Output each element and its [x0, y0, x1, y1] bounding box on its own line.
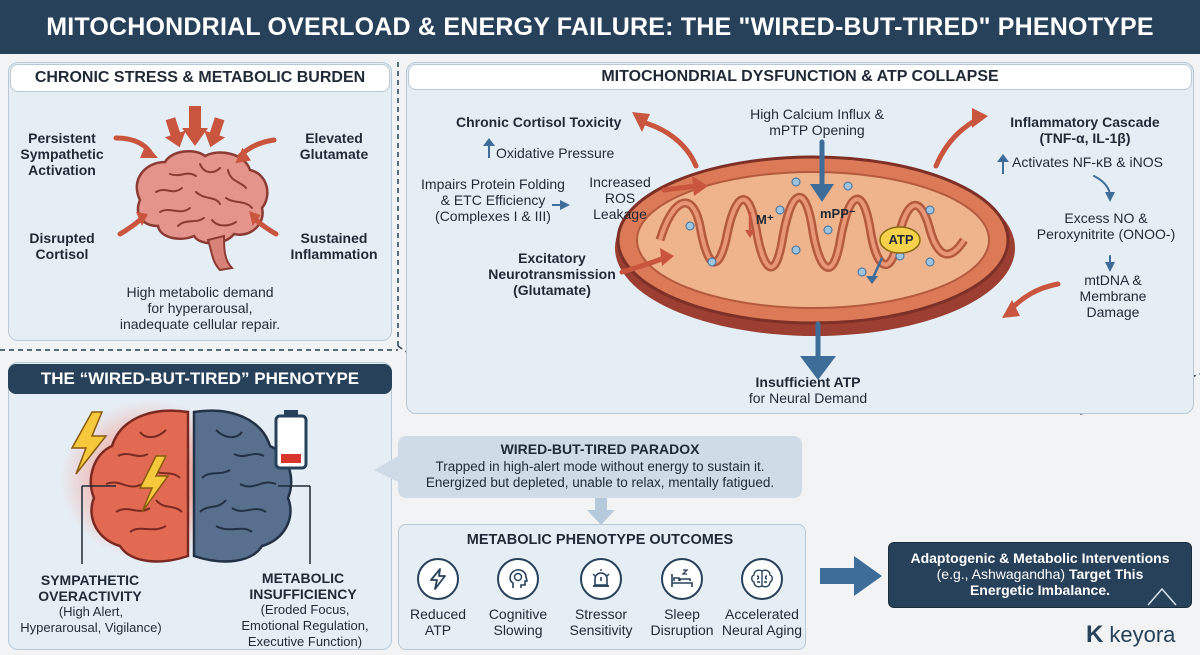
intervention-target: Target This	[1068, 566, 1144, 582]
brand-name: keyora	[1109, 622, 1176, 647]
ros-leakage-label: Increased ROS Leakage	[589, 174, 651, 222]
mito-panel-header: MITOCHONDRIAL DYSFUNCTION & ATP COLLAPSE	[408, 64, 1192, 90]
outcome-item-stressor-sensitivity: Stressor Sensitivity	[562, 558, 640, 642]
brand-mark: K	[1086, 621, 1104, 648]
brain-icon	[741, 558, 783, 600]
outcome-item-reduced-atp: Reduced ATP	[402, 558, 474, 642]
calcium-influx-label: High Calcium Influx & mPTP Opening	[750, 106, 884, 138]
paradox-pointer	[374, 454, 402, 484]
intervention-box	[888, 542, 1192, 608]
sustained-inflammation-label: Sustained Inflammation	[290, 230, 378, 262]
intervention-text: Adaptogenic & Metabolic Interventions (e…	[888, 550, 1192, 598]
outcome-label: Accelerated Neural Aging	[721, 606, 803, 638]
impairs-protein-label: Impairs Protein Folding & ETC Efficiency…	[421, 176, 565, 224]
stress-panel-header: CHRONIC STRESS & METABOLIC BURDEN	[10, 64, 390, 92]
paradox-title: WIRED-BUT-TIRED PARADOX	[500, 441, 700, 457]
brand-logo: K keyora	[1086, 621, 1176, 648]
intervention-line-1: Adaptogenic & Metabolic Interventions	[910, 550, 1170, 566]
mpp-label: mPP⁻	[820, 206, 856, 221]
sympathetic-overactivity-title: SYMPATHETIC OVERACTIVITY	[38, 572, 142, 604]
persistent-sympathetic-label: Persistent Sympathetic Activation	[20, 130, 104, 178]
stress-caption: High metabolic demand for hyperarousal, …	[119, 284, 281, 332]
excitatory-label: Excitatory Neurotransmission (Glutamate)	[488, 250, 616, 298]
mito-arrows	[483, 108, 1115, 380]
outcome-label: Sleep Disruption	[650, 606, 714, 638]
m-plus-label: M⁺	[756, 212, 774, 227]
stress-arrows	[113, 135, 279, 237]
intervention-arrow	[820, 556, 882, 596]
head-brain-icon	[497, 558, 539, 600]
oxidative-pressure-label: Oxidative Pressure	[496, 145, 615, 161]
wired-tired-brain-illustration	[60, 400, 311, 564]
intervention-line-2: (e.g., Ashwagandha) Target This	[888, 566, 1192, 582]
paradox-box	[398, 436, 802, 498]
outcome-label: Reduced ATP	[409, 606, 467, 638]
metabolic-insufficiency-sub: (Eroded Focus, Emotional Regulation, Exe…	[241, 602, 369, 649]
phenotype-panel-header: THE “WIRED-BUT-TIRED” PHENOTYPE	[8, 364, 392, 394]
intervention-example: (e.g., Ashwagandha)	[936, 566, 1066, 582]
nfkb-label: Activates NF-κB & iNOS	[1012, 154, 1163, 170]
intervention-line-3: Energetic Imbalance.	[969, 582, 1111, 598]
elevated-glutamate-label: Elevated Glutamate	[299, 130, 369, 162]
outcome-label: Stressor Sensitivity	[569, 606, 633, 638]
lightning-icon	[70, 411, 108, 475]
cortisol-toxicity-title: Chronic Cortisol Toxicity	[456, 114, 622, 130]
outcome-item-accelerated-aging: Accelerated Neural Aging	[720, 558, 804, 642]
disrupted-cortisol-label: Disrupted Cortisol	[29, 230, 95, 262]
low-battery-icon	[274, 410, 308, 470]
lightning-icon	[417, 558, 459, 600]
outcome-label: Cognitive Slowing	[488, 606, 548, 638]
brain-icon	[135, 149, 269, 272]
atp-badge	[879, 226, 921, 254]
sympathetic-overactivity-sub: (High Alert, Hyperarousal, Vigilance)	[20, 604, 162, 635]
outcome-item-sleep-disruption: Sleep Disruption	[646, 558, 718, 642]
atp-label: ATP	[888, 232, 914, 247]
alarm-icon	[580, 558, 622, 600]
mtdna-damage-label: mtDNA & Membrane Damage	[1079, 272, 1147, 320]
stress-brain-illustration	[135, 106, 269, 272]
metabolic-insufficiency-title: METABOLIC INSUFFICIENCY	[249, 570, 357, 602]
insufficient-atp-title: Insufficient ATP	[755, 374, 861, 390]
outcomes-header: METABOLIC PHENOTYPE OUTCOMES	[466, 532, 734, 548]
outcome-item-cognitive-slowing: Cognitive Slowing	[480, 558, 556, 642]
bed-icon	[661, 558, 703, 600]
mountain-icon	[1147, 587, 1177, 606]
page-title: MITOCHONDRIAL OVERLOAD & ENERGY FAILURE:…	[0, 0, 1200, 54]
insufficient-atp-sub: for Neural Demand	[748, 390, 868, 406]
excess-no-label: Excess NO & Peroxynitrite (ONOO-)	[1036, 210, 1176, 242]
mitochondrion-illustration	[615, 155, 1015, 336]
inflammatory-cascade-title: Inflammatory Cascade (TNF-α, IL-1β)	[1010, 114, 1160, 146]
paradox-down-arrow	[587, 498, 615, 525]
paradox-text: Trapped in high-alert mode without energ…	[425, 459, 775, 490]
